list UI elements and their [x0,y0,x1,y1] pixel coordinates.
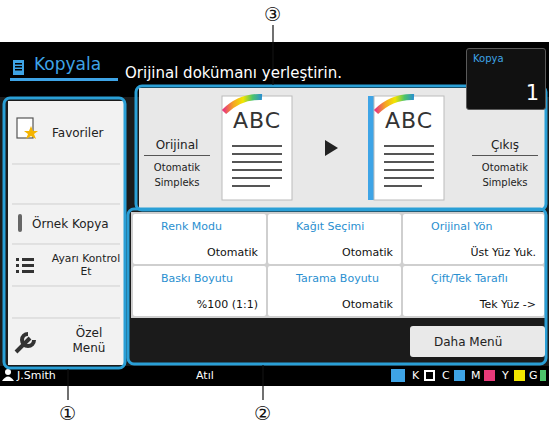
preview-caption: OrijinalOtomatik Simpleks [140,138,214,202]
output-page [374,96,444,200]
function-button: Çift/Tek TaraflıTek Yüz -> [403,266,544,316]
function-button: Tarama BoyutuOtomatik [268,266,401,316]
button-label: Favoriler [52,126,104,141]
button-label: Orijinal [144,138,210,156]
copy-counter: Kopya 1 [466,48,546,110]
button-value: %100 (1:1) [197,298,258,311]
status-message: Orijinal dokümanı yerleştirin. [125,64,342,82]
sidebar-dividers [12,164,120,318]
function-button: Kağıt SeçimiOtomatik [268,214,401,264]
button-value: 1 [526,81,539,105]
button-label: Renk Modu [161,220,222,233]
document-page: ABC [374,96,444,146]
toner-letter: C [442,369,450,382]
toner-letter: G [529,369,538,382]
sidebar-button: Favoriler [10,104,122,162]
button-label: Çıkış [472,138,538,156]
sidebar-button: Örnek Kopya [10,205,122,243]
toner-letter: Y [502,369,509,382]
button-label: Ayarı Kontrol Et [50,252,122,279]
machine-state: Atıl [196,369,214,382]
button-label: Özel Menü [62,326,116,356]
user-name: J.Smith [17,369,56,382]
toggle-indicator [18,214,22,232]
button-label: Baskı Boyutu [161,272,233,285]
output-strip [368,96,374,200]
callout-highlight [4,86,546,368]
button-label: Örnek Kopya [32,217,109,232]
list-icon [16,258,34,273]
screen-ground [0,42,549,386]
button-label: Tarama Boyutu [296,272,379,285]
callout-number: ① [59,402,76,424]
sidebar-button: Özel Menü [10,319,122,363]
button-label: Orijinal Yön [431,220,493,233]
button-label: Çift/Tek Taraflı [431,272,508,285]
button-value: Otomatik Simpleks [472,160,538,190]
button-value: Otomatik Simpleks [144,160,210,190]
text-lines [232,146,434,186]
button-label: Kopya [473,53,504,64]
toner-swatches [391,369,546,382]
button-label: Daha Menü [434,335,502,349]
function-button: Renk ModuOtomatik [133,214,266,264]
button-label: Kağıt Seçimi [296,220,364,233]
toner-letter: K [412,369,419,382]
function-button: Baskı Boyutu %100 (1:1) [133,266,266,316]
sidebar-button: Ayarı Kontrol Et [10,245,122,285]
button-value: Otomatik [342,298,393,311]
document-page: ABC [222,96,292,146]
favorites-icon [17,118,38,139]
button-value: Otomatik [342,246,393,259]
preview-caption: ÇıkışOtomatik Simpleks [468,138,542,202]
grid-ground [131,212,545,318]
function-button: Orijinal YönÜst Yüz Yuk. [403,214,544,264]
more-button: Daha Menü [410,326,545,357]
arrow-icon [325,140,338,156]
button-value: Tek Yüz -> [480,298,536,311]
callout-number: ② [254,402,271,424]
button-label: Kopyala [34,54,101,74]
title-tab: Kopyala [6,50,118,78]
user-icon [2,369,14,381]
wrench-icon [16,334,34,352]
toner-letter: M [471,369,481,382]
button-value: Otomatik [207,246,258,259]
button-label: ABC [233,108,281,146]
button-value: Üst Yüz Yuk. [470,246,536,259]
sidebar-ground [8,101,124,365]
original-page [222,96,292,200]
button-label: ABC [385,108,433,146]
callout-number: ③ [264,3,281,25]
